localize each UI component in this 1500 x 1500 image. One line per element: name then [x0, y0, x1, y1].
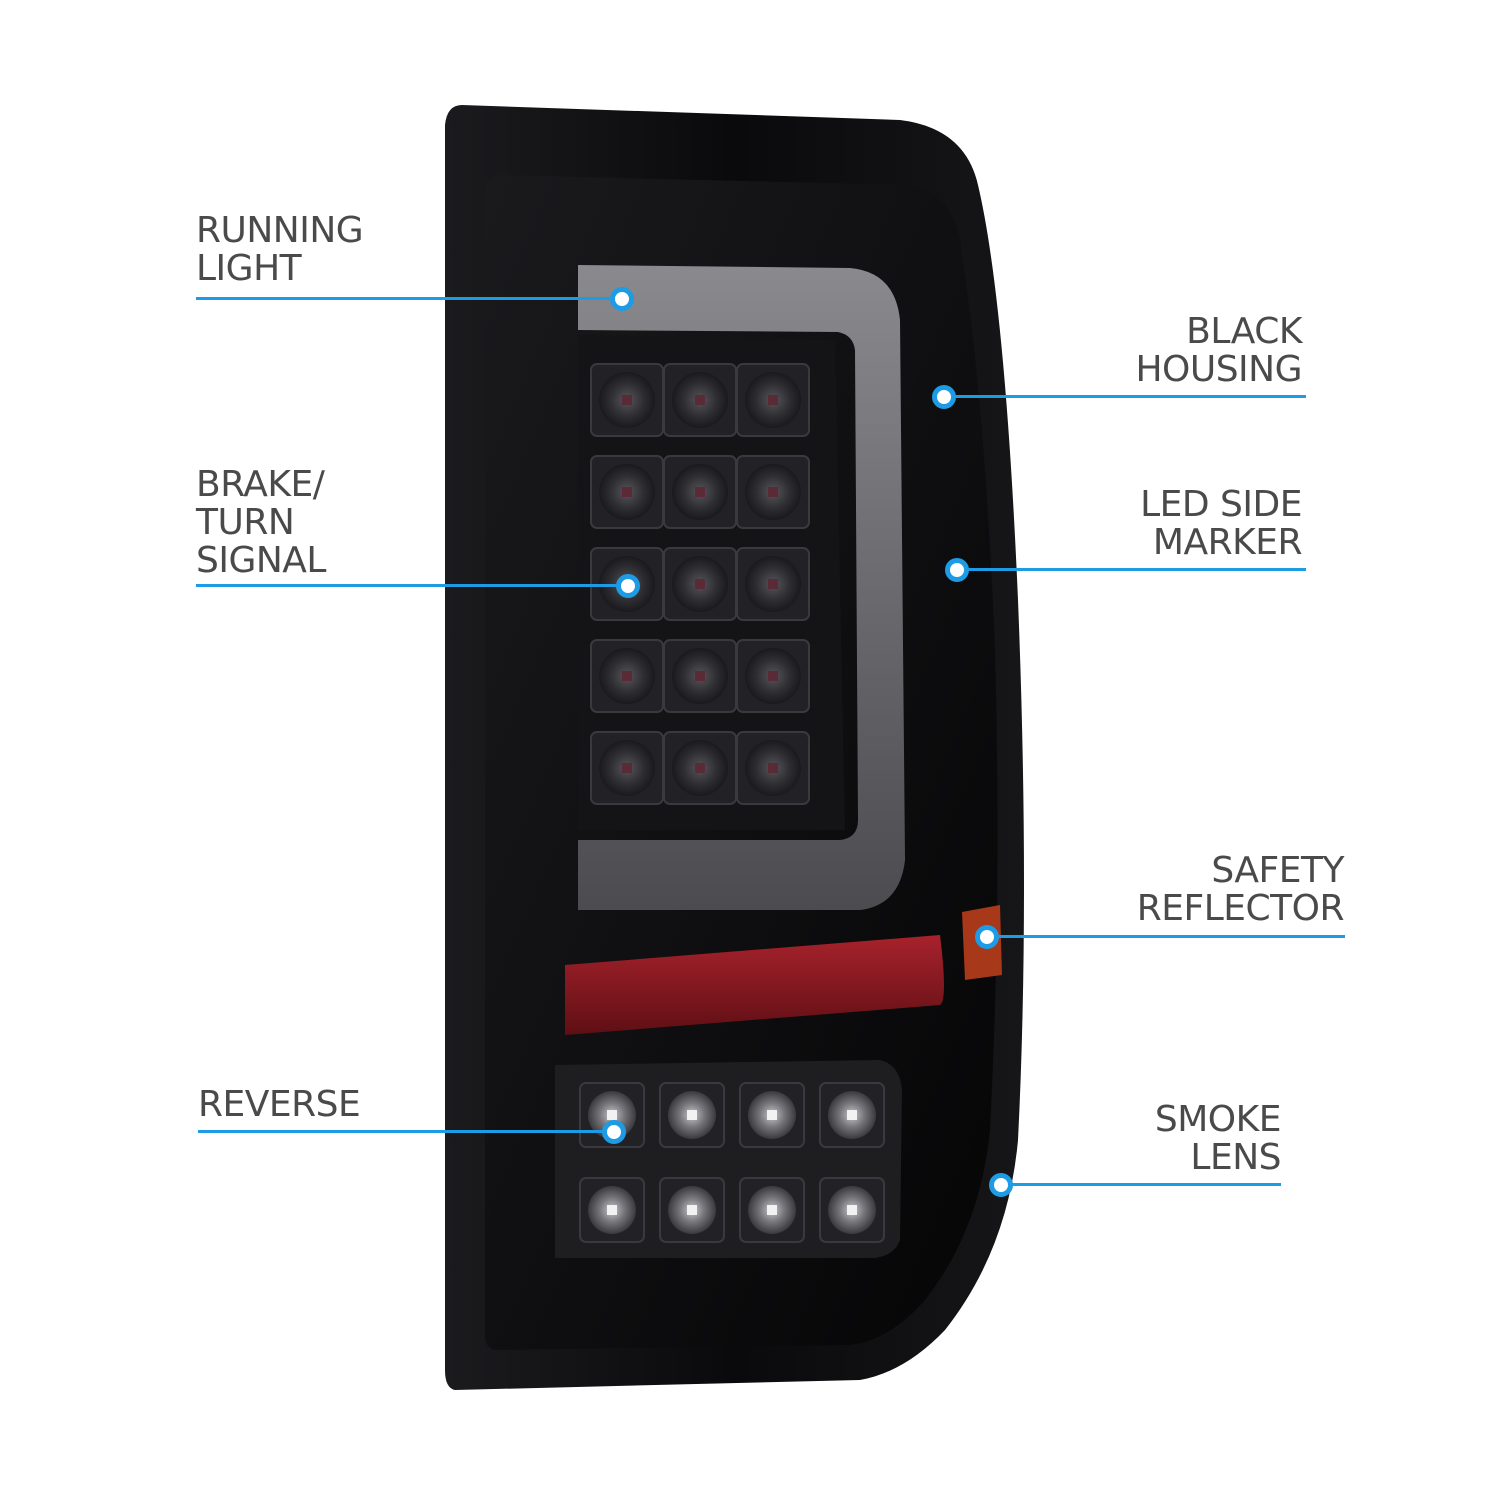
running-light-bar [578, 265, 905, 910]
brake-led [590, 363, 664, 437]
label-led-side-marker: LED SIDE MARKER [1140, 484, 1302, 563]
brake-led [590, 731, 664, 805]
brake-led [590, 639, 664, 713]
brake-led [663, 731, 737, 805]
marker-brake-turn-signal [616, 574, 640, 598]
leader-led-side-marker [957, 568, 1306, 571]
brake-led [736, 363, 810, 437]
reverse-led [659, 1082, 725, 1148]
reverse-led-array [555, 1060, 902, 1258]
brake-led [736, 547, 810, 621]
reverse-led [739, 1082, 805, 1148]
brake-led [663, 363, 737, 437]
brake-led [663, 547, 737, 621]
brake-led [736, 731, 810, 805]
label-safety-reflector: SAFETY REFLECTOR [1136, 850, 1345, 929]
leader-reverse [198, 1130, 614, 1133]
reverse-led [819, 1082, 885, 1148]
label-black-housing: BLACK HOUSING [1135, 311, 1302, 390]
brake-led-array [578, 335, 845, 830]
brake-led [663, 455, 737, 529]
brake-led [663, 639, 737, 713]
marker-black-housing [932, 385, 956, 409]
reverse-led [739, 1177, 805, 1243]
marker-smoke-lens [989, 1173, 1013, 1197]
brake-led [736, 455, 810, 529]
reverse-led [659, 1177, 725, 1243]
reverse-led [819, 1177, 885, 1243]
marker-led-side-marker [945, 558, 969, 582]
label-reverse: REVERSE [198, 1084, 361, 1125]
brake-led [590, 455, 664, 529]
leader-smoke-lens [1001, 1183, 1281, 1186]
leader-black-housing [944, 395, 1306, 398]
label-smoke-lens: SMOKE LENS [1154, 1099, 1282, 1178]
label-brake-turn-signal: BRAKE/ TURN SIGNAL [196, 464, 326, 581]
label-running-light: RUNNING LIGHT [196, 210, 364, 289]
reverse-led [579, 1177, 645, 1243]
marker-safety-reflector [975, 925, 999, 949]
brake-led [736, 639, 810, 713]
leader-safety-reflector [987, 935, 1345, 938]
leader-brake-turn-signal [196, 584, 628, 587]
marker-reverse [602, 1120, 626, 1144]
brake-led-grid [590, 363, 810, 805]
leader-running-light [196, 297, 622, 300]
marker-running-light [610, 287, 634, 311]
